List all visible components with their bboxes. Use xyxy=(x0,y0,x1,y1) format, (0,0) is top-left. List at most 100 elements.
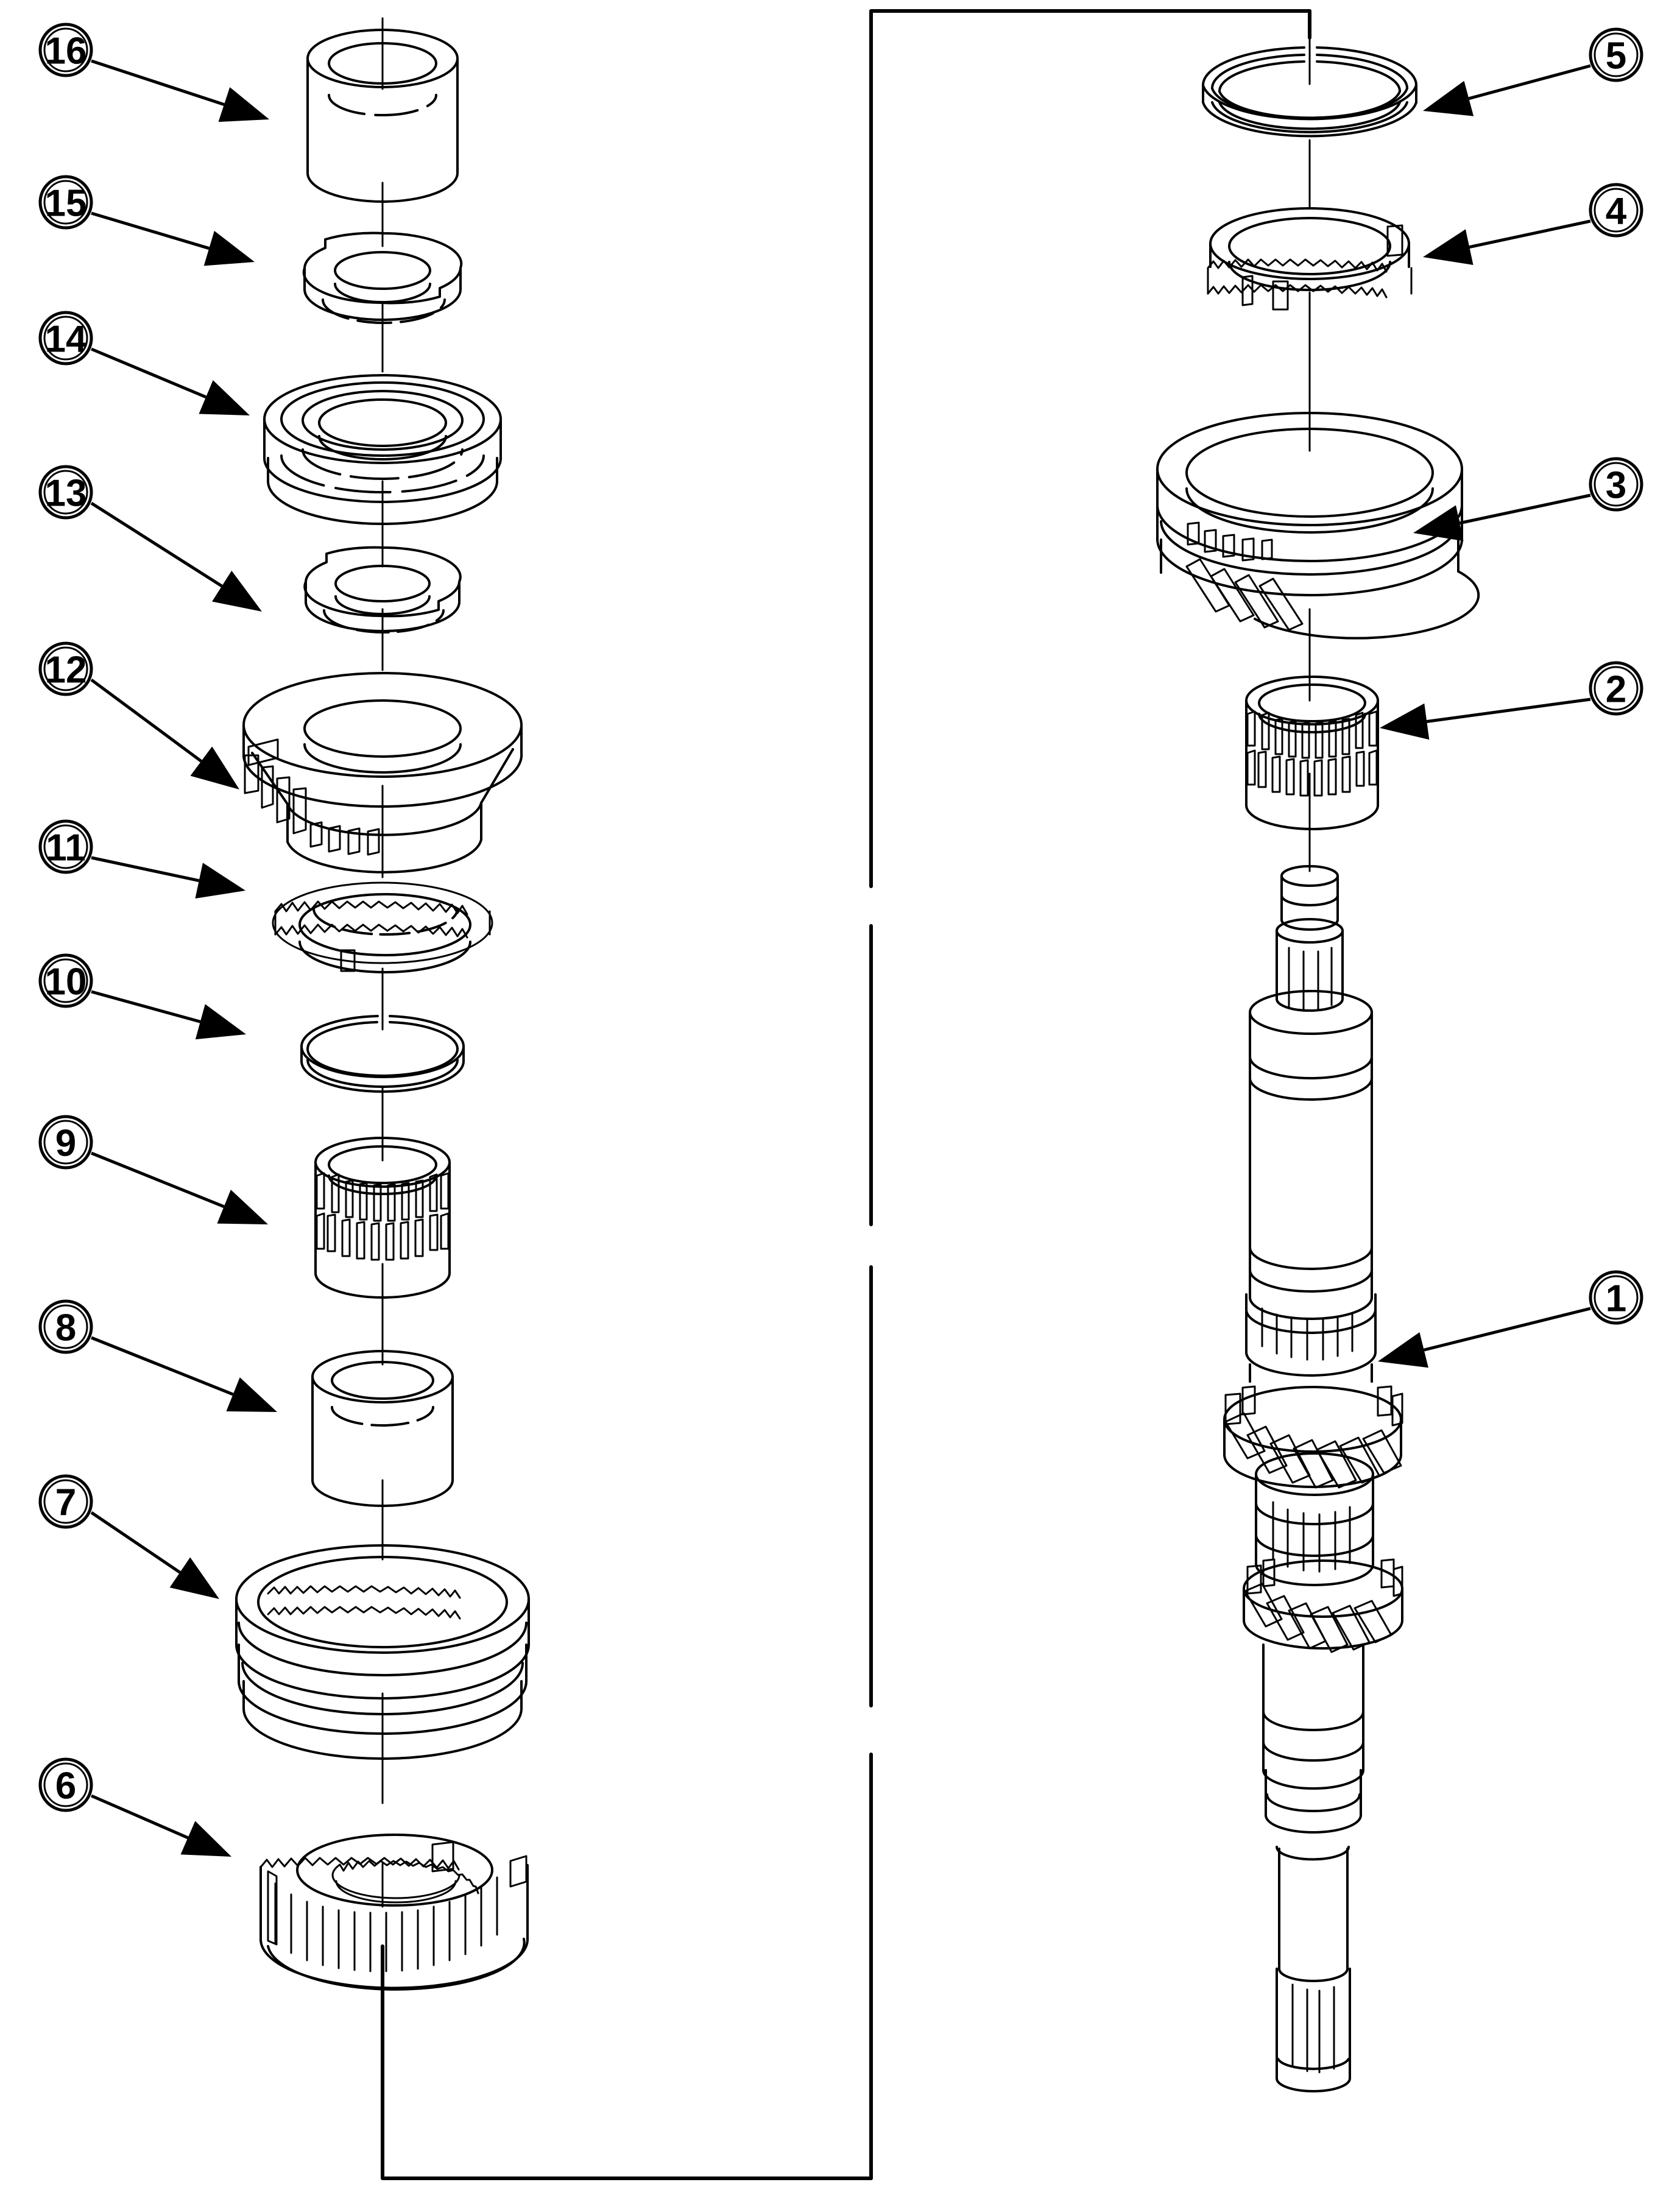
balloon-label-1: 1 xyxy=(1606,1278,1626,1320)
leader-arrowhead-16 xyxy=(218,87,269,122)
callout-5[interactable]: 5 xyxy=(1423,27,1643,116)
balloon-outer-10 xyxy=(38,953,93,1008)
leader-line-1 xyxy=(1424,1307,1591,1352)
balloon-inner-11 xyxy=(43,824,88,869)
part-2-needle-roller-bearing xyxy=(1245,676,1379,830)
balloon-inner-1 xyxy=(1594,1275,1639,1320)
callout-8[interactable]: 8 xyxy=(38,1299,277,1412)
balloon-outer-7 xyxy=(38,1474,93,1529)
balloon-inner-14 xyxy=(43,316,88,361)
balloon-inner-2 xyxy=(1594,666,1639,711)
leader-line-3 xyxy=(1459,493,1591,525)
balloon-inner-10 xyxy=(43,958,88,1003)
balloon-inner-8 xyxy=(43,1304,88,1349)
callout-9[interactable]: 9 xyxy=(38,1115,268,1224)
part-12-clutch-gear-cone xyxy=(242,672,523,874)
balloon-label-16: 16 xyxy=(45,30,87,72)
balloon-outer-3 xyxy=(1589,457,1643,512)
balloon-label-5: 5 xyxy=(1606,35,1626,77)
balloon-inner-5 xyxy=(1594,32,1639,77)
balloon-outer-1 xyxy=(1589,1270,1643,1325)
balloon-outer-5 xyxy=(1589,27,1643,82)
balloon-inner-9 xyxy=(43,1120,88,1165)
part-16-spacer-sleeve xyxy=(306,29,459,203)
leader-arrowhead-14 xyxy=(199,380,250,415)
balloon-label-14: 14 xyxy=(45,319,87,361)
callout-layer: 16 15 14 13 12 11 10 9 8 7 6 5 4 3 2 1 xyxy=(38,23,1643,1857)
leader-arrowhead-9 xyxy=(217,1189,268,1224)
leader-arrowhead-1 xyxy=(1378,1332,1428,1368)
leader-arrowhead-3 xyxy=(1413,505,1464,542)
part-4-synchronizer-blocker-ring xyxy=(1207,207,1413,311)
leader-line-11 xyxy=(91,856,200,883)
leader-line-7 xyxy=(90,1511,181,1574)
balloon-outer-14 xyxy=(38,311,93,365)
balloon-outer-8 xyxy=(38,1299,93,1354)
balloon-outer-6 xyxy=(38,1757,93,1812)
leader-arrowhead-8 xyxy=(226,1377,277,1412)
leader-line-15 xyxy=(91,211,210,250)
balloon-outer-11 xyxy=(38,819,93,874)
callout-12[interactable]: 12 xyxy=(38,641,239,789)
balloon-outer-12 xyxy=(38,641,93,696)
flow-line xyxy=(381,9,1311,2180)
balloon-label-15: 15 xyxy=(45,183,87,225)
balloon-inner-16 xyxy=(43,27,88,72)
leader-line-8 xyxy=(91,1336,234,1396)
leader-line-9 xyxy=(91,1151,225,1209)
leader-line-2 xyxy=(1426,697,1591,723)
leader-arrowhead-13 xyxy=(212,570,262,612)
balloon-label-13: 13 xyxy=(45,473,87,515)
leader-arrowhead-5 xyxy=(1423,80,1474,116)
part-1-mainshaft xyxy=(1223,865,1403,2092)
leader-arrowhead-2 xyxy=(1380,703,1430,740)
part-11-synchronizer-blocker-ring xyxy=(272,881,493,973)
part-9-needle-roller-bearing xyxy=(314,1137,451,1299)
callout-4[interactable]: 4 xyxy=(1423,183,1643,265)
callout-2[interactable]: 2 xyxy=(1380,661,1643,740)
leader-arrowhead-6 xyxy=(180,1821,231,1857)
part-13-tabbed-thrust-washer xyxy=(303,546,462,634)
callout-6[interactable]: 6 xyxy=(38,1757,231,1857)
balloon-outer-16 xyxy=(38,23,93,77)
balloon-inner-6 xyxy=(43,1762,88,1807)
balloon-inner-12 xyxy=(43,646,88,691)
callout-11[interactable]: 11 xyxy=(38,819,245,899)
leader-arrowhead-4 xyxy=(1423,229,1474,265)
balloon-label-11: 11 xyxy=(46,827,86,869)
callout-15[interactable]: 15 xyxy=(38,175,255,266)
leader-line-14 xyxy=(91,347,207,399)
leader-line-5 xyxy=(1468,64,1591,101)
balloon-inner-15 xyxy=(43,180,88,225)
part-3-clutch-gear xyxy=(1156,412,1480,640)
part-7-sliding-sleeve xyxy=(235,1544,530,1760)
callout-3[interactable]: 3 xyxy=(1413,457,1643,542)
balloon-label-7: 7 xyxy=(55,1482,76,1524)
balloon-inner-4 xyxy=(1594,188,1639,233)
leader-line-10 xyxy=(91,990,201,1023)
balloon-outer-9 xyxy=(38,1115,93,1170)
leader-arrowhead-15 xyxy=(203,230,255,266)
callout-14[interactable]: 14 xyxy=(38,311,250,415)
balloon-outer-2 xyxy=(1589,661,1643,716)
callout-7[interactable]: 7 xyxy=(38,1474,219,1599)
callout-10[interactable]: 10 xyxy=(38,953,246,1040)
balloon-inner-7 xyxy=(43,1479,88,1524)
balloon-inner-13 xyxy=(43,470,88,515)
balloon-outer-15 xyxy=(38,175,93,230)
balloon-label-8: 8 xyxy=(55,1307,76,1349)
part-6-synchronizer-hub xyxy=(259,1834,529,1991)
leader-arrowhead-11 xyxy=(195,863,245,899)
callout-13[interactable]: 13 xyxy=(38,465,262,612)
part-15-tabbed-thrust-washer xyxy=(302,231,463,324)
callout-16[interactable]: 16 xyxy=(38,23,269,122)
balloon-label-12: 12 xyxy=(45,649,87,691)
callout-1[interactable]: 1 xyxy=(1378,1270,1643,1368)
part-10-snap-ring xyxy=(300,1015,465,1093)
balloon-label-6: 6 xyxy=(55,1765,76,1807)
part-8-spacer-sleeve xyxy=(311,1350,454,1507)
balloon-outer-13 xyxy=(38,465,93,520)
balloon-label-2: 2 xyxy=(1606,669,1626,711)
